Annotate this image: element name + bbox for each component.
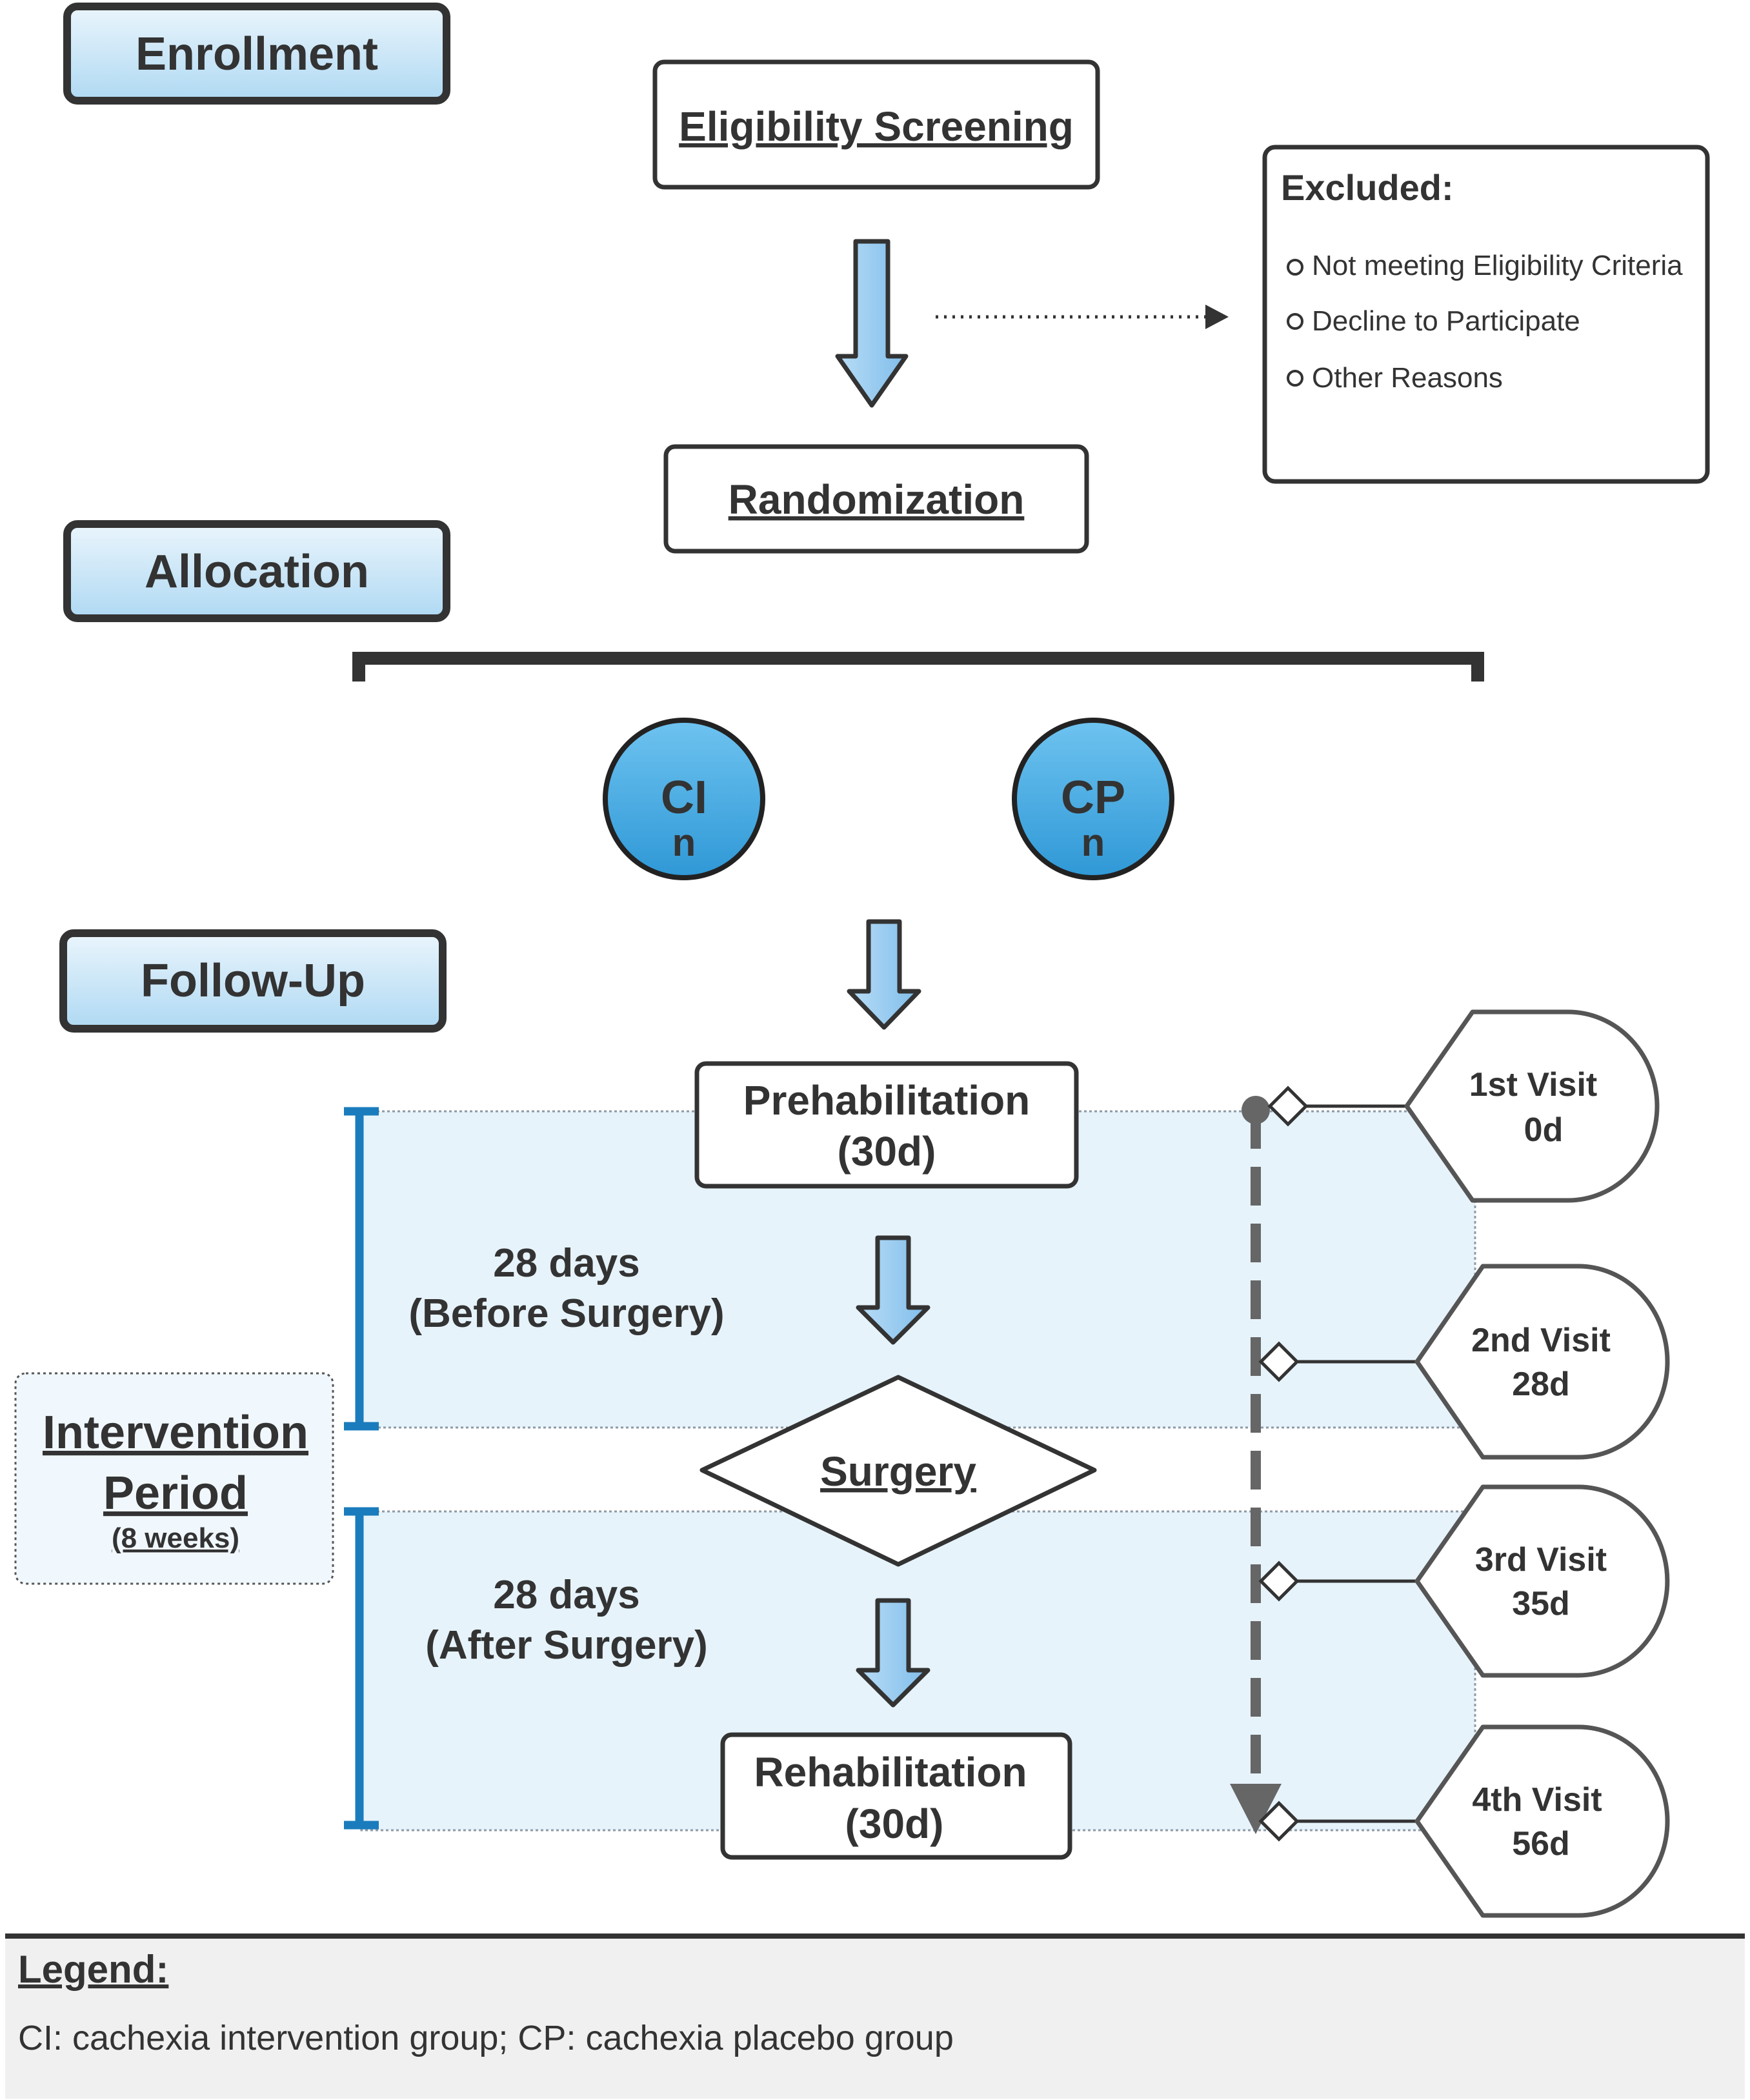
intervention-period-line1: Intervention [43, 1407, 308, 1459]
bullet-icon [1287, 259, 1303, 276]
excluded-item-1: Not meeting Eligibility Criteria [1312, 250, 1683, 281]
prehabilitation-box: Prehabilitation (30d) [694, 1061, 1079, 1189]
enrollment-text: Enrollment [136, 28, 378, 80]
excluded-item-2: Decline to Participate [1312, 305, 1580, 337]
prehabilitation-line1: Prehabilitation [743, 1077, 1031, 1124]
timeline-start-dot [1242, 1096, 1270, 1124]
after-surgery-caption: (After Surgery) [425, 1623, 708, 1668]
before-surgery-bracket [344, 1107, 379, 1431]
visit-1-day: 0d [1524, 1111, 1564, 1149]
visit-2-marker: 2nd Visit 28d [1258, 1264, 1670, 1460]
excluded-title: Excluded: [1281, 167, 1454, 208]
before-surgery-caption: (Before Surgery) [408, 1291, 724, 1336]
randomization-text: Randomization [729, 476, 1025, 523]
ci-n: n [672, 821, 696, 864]
visit-4-label: 4th Visit [1472, 1781, 1602, 1819]
visit-3-day: 35d [1512, 1585, 1570, 1622]
intervention-period-box: Intervention Period (8 weeks) [14, 1372, 334, 1585]
cp-n: n [1081, 821, 1105, 864]
ci-code: CI [661, 772, 707, 823]
surgery-text: Surgery [820, 1448, 976, 1495]
prehabilitation-line2: (30d) [838, 1128, 936, 1175]
intervention-period-line3: (8 weeks) [112, 1522, 239, 1554]
rehabilitation-box: Rehabilitation (30d) [720, 1732, 1072, 1860]
legend-panel: Legend: CI: cachexia intervention group;… [5, 1933, 1745, 2099]
eligibility-screening-box: Eligibility Screening [652, 59, 1100, 190]
legend-text: CI: cachexia intervention group; CP: cac… [18, 2019, 954, 2057]
after-surgery-days: 28 days [493, 1573, 640, 1617]
allocation-label: Allocation [63, 520, 450, 622]
cp-code: CP [1061, 772, 1125, 823]
rehabilitation-line2: (30d) [845, 1801, 944, 1847]
down-arrow-2 [847, 919, 921, 1030]
surgery-diamond: Surgery [699, 1375, 1097, 1567]
follow-up-text: Follow-Up [141, 955, 365, 1007]
legend-title: Legend: [18, 1948, 168, 1991]
after-surgery-bracket [344, 1507, 379, 1830]
visit-1-marker: 1st Visit 0d [1267, 1009, 1660, 1203]
visit-2-day: 28d [1512, 1366, 1570, 1403]
visit-4-day: 56d [1512, 1825, 1570, 1863]
down-arrow-4 [856, 1598, 930, 1708]
allocation-text: Allocation [145, 546, 369, 598]
excluded-item-3: Other Reasons [1312, 362, 1503, 394]
ci-group-circle: CI n [603, 718, 765, 880]
exclusion-arrowhead [1205, 305, 1229, 329]
before-surgery-days: 28 days [493, 1241, 640, 1286]
visit-3-label: 3rd Visit [1475, 1541, 1607, 1579]
cp-group-circle: CP n [1012, 718, 1174, 880]
visit-1-label: 1st Visit [1469, 1066, 1597, 1104]
visit-2-label: 2nd Visit [1471, 1322, 1611, 1359]
down-arrow-1 [835, 239, 909, 408]
enrollment-label: Enrollment [63, 3, 450, 105]
eligibility-screening-text: Eligibility Screening [679, 103, 1074, 150]
randomization-box: Randomization [663, 444, 1089, 554]
visit-3-marker: 3rd Visit 35d [1258, 1484, 1670, 1678]
rehabilitation-line1: Rehabilitation [754, 1749, 1027, 1795]
bullet-icon [1287, 313, 1303, 330]
excluded-box: Excluded: Not meeting Eligibility Criter… [1262, 145, 1710, 484]
allocation-bracket [352, 652, 1484, 681]
bullet-icon [1287, 370, 1303, 387]
intervention-period-line2: Period [103, 1468, 248, 1519]
visit-4-marker: 4th Visit 56d [1258, 1724, 1670, 1918]
down-arrow-3 [856, 1235, 930, 1345]
follow-up-label: Follow-Up [59, 929, 447, 1033]
timeline-arrowhead [1230, 1784, 1282, 1834]
